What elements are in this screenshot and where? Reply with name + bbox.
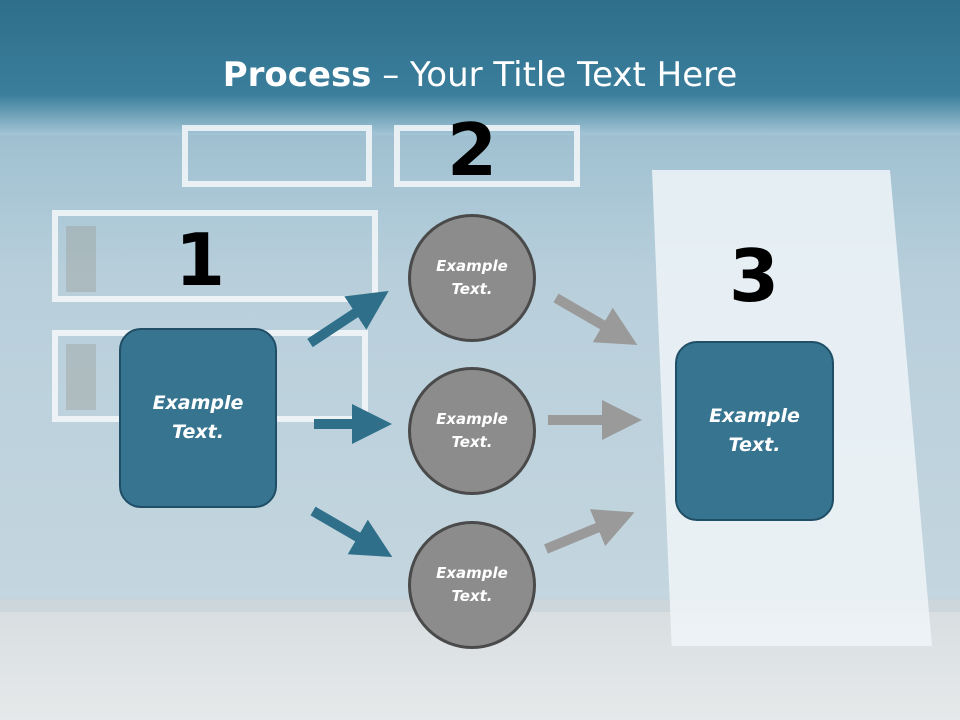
arrow-from-circle-1 <box>553 293 638 346</box>
arrow-from-circle-3 <box>544 509 635 554</box>
step-2-circle-bottom: Example Text. <box>408 521 536 649</box>
step-number-3: 3 <box>728 234 780 318</box>
step-2-circle-middle: Example Text. <box>408 367 536 495</box>
shelf-middle <box>52 210 378 302</box>
header-band <box>0 0 960 135</box>
shelf-top-left <box>182 125 372 187</box>
title-rest: – Your Title Text Here <box>371 55 738 95</box>
step-number-2: 2 <box>446 108 498 192</box>
arrow-to-circle-3 <box>310 506 393 558</box>
step-3-box: Example Text. <box>675 341 834 521</box>
step-number-1: 1 <box>174 218 226 302</box>
step-2-circle-top: Example Text. <box>408 214 536 342</box>
shelf-books-2 <box>66 344 96 410</box>
shelf-books-1 <box>66 226 96 292</box>
title-bold: Process <box>222 55 372 95</box>
shelf-top-right <box>394 125 580 187</box>
arrow-to-circle-1 <box>307 290 389 348</box>
slide-title: Process – Your Title Text Here <box>0 55 960 95</box>
step-1-box: Example Text. <box>119 328 277 508</box>
